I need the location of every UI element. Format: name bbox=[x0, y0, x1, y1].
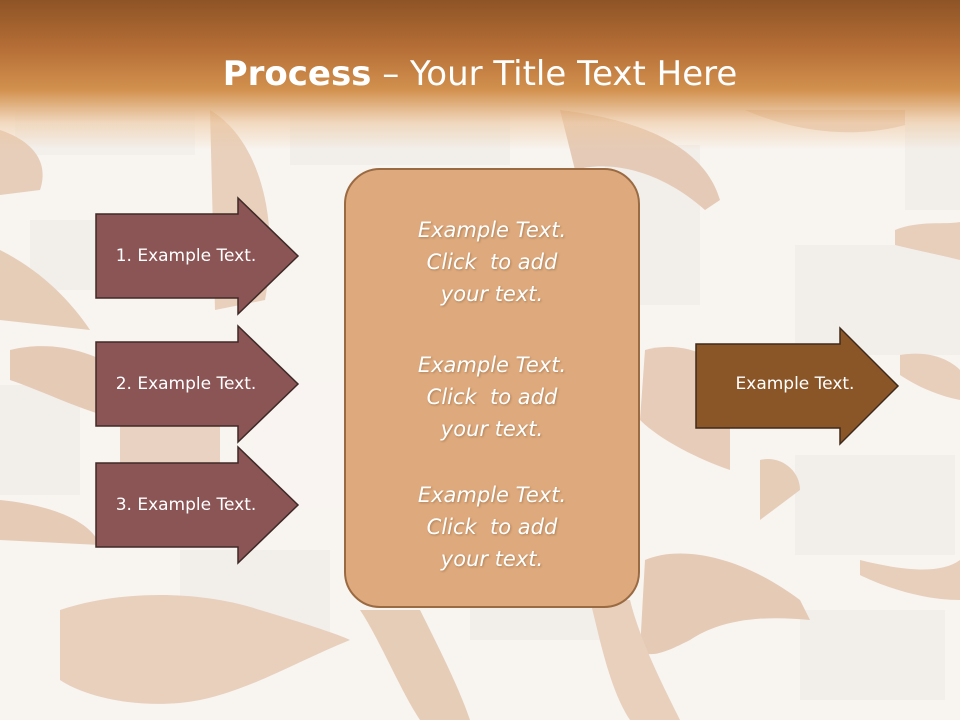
slide-title-rest: – Your Title Text Here bbox=[371, 54, 738, 94]
center-block-3-line-2: Click to add bbox=[426, 515, 558, 539]
center-text-block-2: Example Text. Click to add your text. bbox=[346, 349, 638, 445]
slide-title-bold: Process bbox=[222, 54, 372, 94]
center-text-box[interactable]: Example Text. Click to add your text. Ex… bbox=[344, 168, 640, 608]
slide-title[interactable]: Process – Your Title Text Here bbox=[0, 52, 960, 96]
left-arrow-1-label: 1. Example Text. bbox=[115, 246, 257, 266]
center-block-1-line-2: Click to add bbox=[426, 250, 558, 274]
left-arrow-2-label: 2. Example Text. bbox=[115, 374, 257, 394]
center-block-1-line-1: Example Text. bbox=[417, 218, 567, 242]
center-block-1-line-3: your text. bbox=[440, 282, 544, 306]
center-block-2-line-3: your text. bbox=[440, 417, 544, 441]
title-bar bbox=[0, 0, 960, 150]
left-arrow-3-label: 3. Example Text. bbox=[115, 495, 257, 515]
center-block-2-line-2: Click to add bbox=[426, 385, 558, 409]
center-text-block-1: Example Text. Click to add your text. bbox=[346, 214, 638, 310]
center-block-3-line-3: your text. bbox=[440, 547, 544, 571]
center-block-3-line-1: Example Text. bbox=[417, 483, 567, 507]
right-arrow-label: Example Text. bbox=[735, 374, 855, 394]
center-text-block-3: Example Text. Click to add your text. bbox=[346, 479, 638, 575]
center-block-2-line-1: Example Text. bbox=[417, 353, 567, 377]
